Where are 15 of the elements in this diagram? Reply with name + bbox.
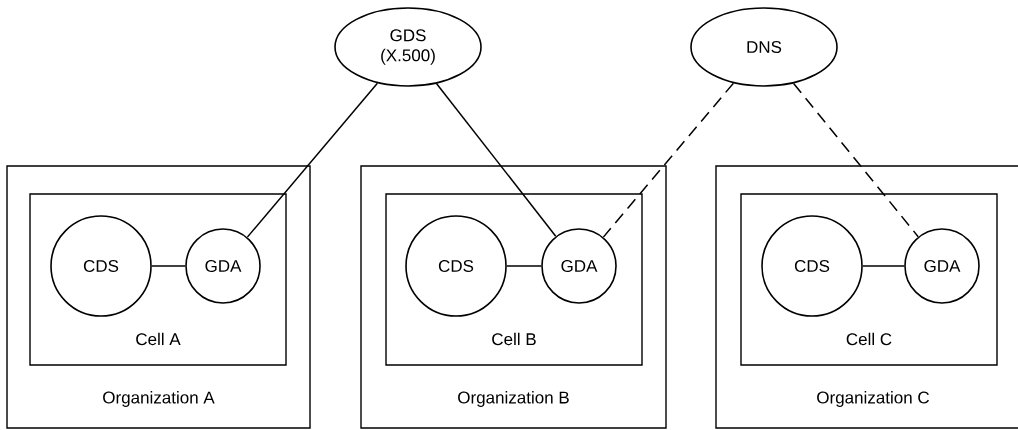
ellipse-node: DNS (690, 7, 838, 87)
circle-node: CDS (50, 215, 152, 317)
connector-line (246, 82, 379, 238)
circle-node: CDS (761, 215, 863, 317)
ellipse-node: GDS (X.500) (334, 7, 482, 87)
connector-line (506, 265, 542, 267)
circle-node: GDA (904, 228, 980, 304)
connector-line (602, 82, 735, 238)
connector-line (862, 265, 905, 267)
circle-node: GDA (185, 228, 261, 304)
connector-line (151, 265, 186, 267)
circle-node: CDS (405, 215, 507, 317)
circle-node: GDA (541, 228, 617, 304)
connector-line (792, 82, 919, 238)
connector-line (435, 82, 557, 237)
